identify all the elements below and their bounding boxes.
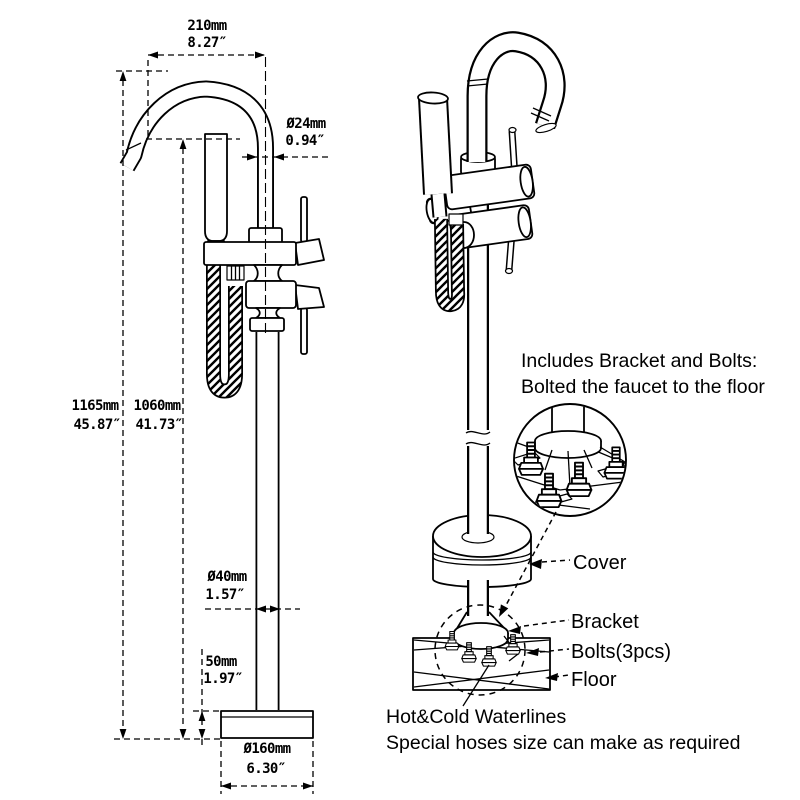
dim-base-diameter-mm: Ø160mm: [243, 741, 292, 757]
waterlines-line1: Hot&Cold Waterlines: [386, 706, 567, 728]
spout-gooseneck-iso: [466, 31, 566, 162]
waterlines-line2: Special hoses size can make as required: [386, 732, 741, 754]
dim-total-height-in: 45.87″: [73, 417, 122, 433]
dim-width-mm: 210mm: [187, 18, 227, 34]
dim-spout-diameter: [242, 153, 328, 161]
dim-column-diameter: [205, 605, 300, 613]
floor-bracket: [434, 580, 526, 696]
handshower-iso: [417, 91, 453, 218]
dim-base-diameter-in: 6.30″: [246, 761, 286, 777]
dim-base-diameter: [220, 741, 314, 794]
bracket-label: Bracket: [571, 611, 639, 633]
right-view: [412, 31, 627, 707]
valve-body: [203, 196, 325, 355]
dim-base-height-in: 1.97″: [203, 671, 243, 687]
dim-width-in: 8.27″: [187, 35, 227, 51]
dim-column-diameter-mm: Ø40mm: [207, 569, 247, 585]
dim-column-diameter-in: 1.57″: [205, 587, 245, 603]
dim-total-height: [114, 70, 220, 740]
shower-hose: [206, 253, 245, 399]
dim-width: [147, 51, 265, 137]
left-view: [114, 51, 328, 794]
note-line1: Includes Bracket and Bolts:: [521, 350, 758, 372]
dim-spout-diameter-in: 0.94″: [285, 133, 325, 149]
dim-spout-height-in: 41.73″: [135, 417, 184, 433]
dim-spout-height-mm: 1060mm: [133, 398, 182, 414]
spout-gooseneck: [119, 80, 274, 231]
shower-hose-iso: [434, 213, 466, 313]
detail-circle: [513, 403, 627, 517]
dim-spout-diameter-mm: Ø24mm: [286, 116, 326, 132]
handshower-wand: [204, 133, 228, 257]
dim-total-height-mm: 1165mm: [71, 398, 120, 414]
floor-label: Floor: [571, 669, 617, 691]
detail-source-circle: [434, 604, 526, 696]
dim-spout-height: [146, 138, 240, 739]
base-plate: [220, 710, 314, 739]
bolts-label: Bolts(3pcs): [571, 641, 672, 663]
dim-base-height-mm: 50mm: [205, 654, 237, 670]
dim-base-height: [193, 649, 221, 746]
note-line2: Bolted the faucet to the floor: [521, 376, 765, 398]
cover: [432, 470, 532, 588]
cover-label: Cover: [573, 552, 627, 574]
leader-lines: [462, 511, 571, 707]
